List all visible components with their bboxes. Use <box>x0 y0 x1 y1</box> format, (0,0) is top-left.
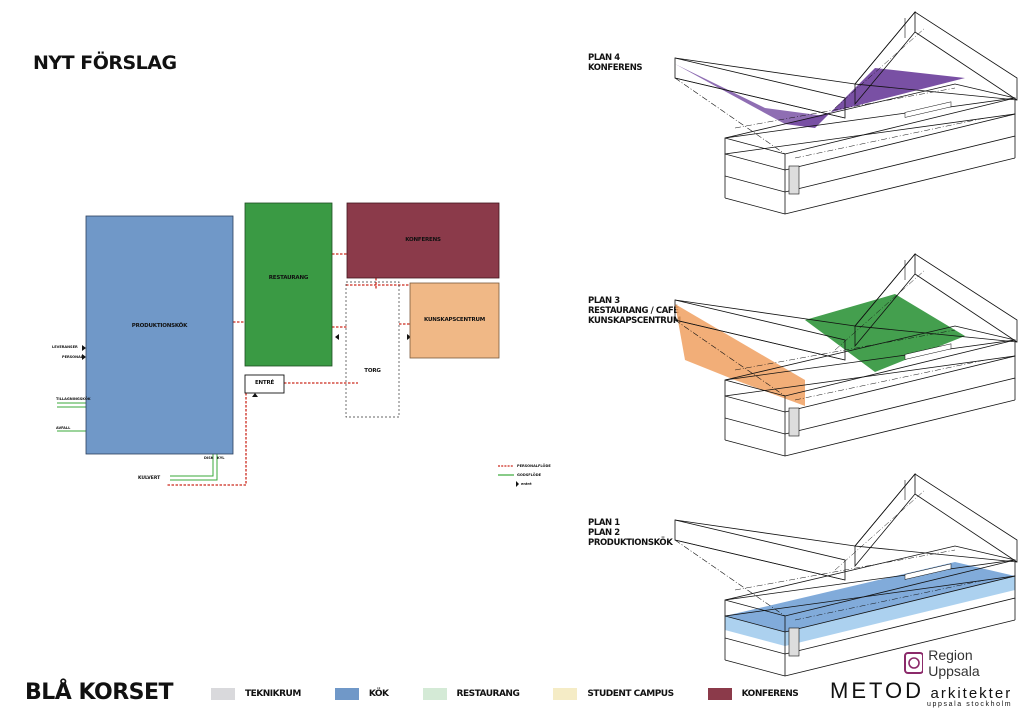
side-label: PERSONAL <box>62 355 84 359</box>
metod-sub: arkitekter <box>930 685 1013 702</box>
plan-3-building <box>674 253 1018 457</box>
entre-label: ENTRÉ <box>254 380 275 386</box>
bottom-label: KYL <box>217 456 225 460</box>
side-label: LEVERANSER <box>52 345 78 349</box>
legend-label: TEKNIKRUM <box>245 689 301 699</box>
torg-label: TORG <box>364 368 381 374</box>
kunskapscentrum-label: KUNSKAPSCENTRUM <box>423 317 486 323</box>
legend-label: KONFERENS <box>741 689 799 699</box>
legend-item-restaurang: RESTAURANG <box>422 688 520 700</box>
legend-item-student-campus: STUDENT CAMPUS <box>553 688 674 700</box>
legend-item-teknikrum: TEKNIKRUM <box>211 688 301 700</box>
color-legend: TEKNIKRUM KÖK RESTAURANG STUDENT CAMPUS … <box>211 688 799 700</box>
plan-1-2-building <box>674 473 1018 677</box>
metod-city: uppsala stockholm <box>927 701 1013 708</box>
metod-main: METOD <box>830 678 925 703</box>
region-uppsala-logo: Region Uppsala <box>904 647 1024 679</box>
konferens-label: KONFERENS <box>405 237 441 243</box>
torg-area <box>345 281 400 418</box>
legend-label: STUDENT CAMPUS <box>587 689 674 699</box>
kulvert-label: KULVERT <box>138 476 161 481</box>
legend-item-konferens: KONFERENS <box>707 688 799 700</box>
restaurang-block <box>244 202 333 367</box>
produktionskok-block <box>85 215 234 455</box>
legend-swatch <box>707 688 732 700</box>
legend-swatch <box>211 688 235 700</box>
region-emblem-icon <box>904 652 924 674</box>
flow-legend-personal: PERSONALFLÖDE <box>517 464 551 468</box>
metod-logo: METOD arkitekter uppsala stockholm <box>830 678 1012 708</box>
side-label: AVFALL <box>56 426 71 430</box>
flow-legend-entre: entré <box>521 482 532 486</box>
legend-item-kok: KÖK <box>334 688 389 700</box>
bottom-label: DISK <box>204 456 214 460</box>
legend-swatch <box>334 688 359 700</box>
entry-arrows <box>82 334 519 487</box>
project-name: BLÅ KORSET <box>25 680 174 705</box>
produktionskok-label: PRODUKTIONSKÖK <box>131 323 188 329</box>
goods-flow-lines <box>57 402 218 481</box>
plan-4-building <box>674 11 1018 215</box>
restaurang-label: RESTAURANG <box>268 275 309 281</box>
legend-label: RESTAURANG <box>456 689 520 699</box>
legend-label: KÖK <box>368 689 389 699</box>
flow-legend-gods: GODSFLÖDE <box>517 473 542 477</box>
side-label: TILLAGNINGSKÖK <box>56 397 91 401</box>
region-logo-text: Region Uppsala <box>928 647 980 679</box>
legend-swatch <box>422 688 447 700</box>
legend-swatch <box>553 688 578 700</box>
page-title: NYT FÖRSLAG <box>33 52 177 74</box>
